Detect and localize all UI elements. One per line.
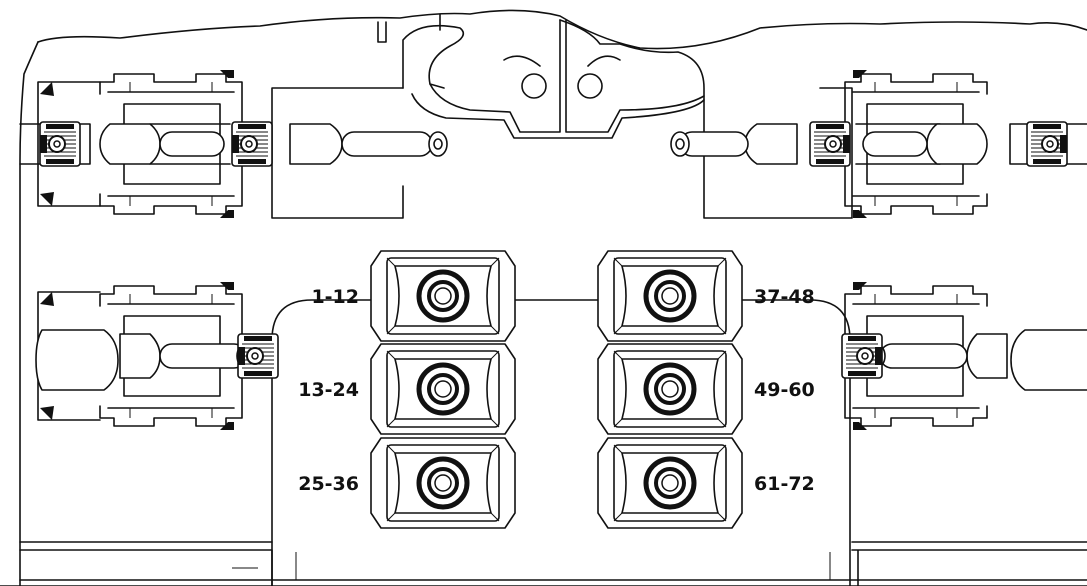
port-label-left-2: 13-24 <box>298 379 359 401</box>
port-label-right-1: 37-48 <box>754 286 815 308</box>
fiber-guide-clip <box>377 13 705 139</box>
port-1-12 <box>371 251 515 341</box>
port-49-60 <box>598 344 742 434</box>
nut-icon <box>809 121 851 167</box>
port-13-24 <box>371 344 515 434</box>
nut-icon <box>39 121 81 167</box>
left-lower-cable <box>35 329 256 391</box>
nut-icon <box>1026 121 1068 167</box>
right-lower-cable <box>866 329 1087 391</box>
port-label-left-1: 1-12 <box>311 286 359 308</box>
port-label-right-3: 61-72 <box>754 473 815 495</box>
panel-outline <box>37 9 1087 50</box>
adapter-plate <box>271 299 851 586</box>
bottom-rails <box>19 541 1087 586</box>
upper-bracket-right <box>703 87 853 219</box>
nut-icon <box>237 333 279 379</box>
nut-icon <box>841 333 883 379</box>
right-upper-cable <box>670 123 988 165</box>
port-label-left-3: 25-36 <box>298 473 359 495</box>
port-25-36 <box>371 438 515 528</box>
left-upper-cable <box>99 123 448 165</box>
nut-icon <box>231 121 273 167</box>
port-37-48 <box>598 251 742 341</box>
port-label-right-2: 49-60 <box>754 379 815 401</box>
port-61-72 <box>598 438 742 528</box>
